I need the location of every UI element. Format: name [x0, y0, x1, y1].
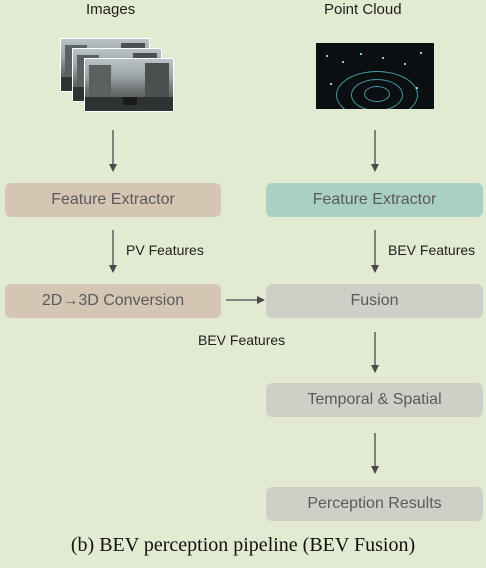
temporal-spatial-node: Temporal & Spatial	[266, 383, 483, 417]
perception-results-node: Perception Results	[266, 487, 483, 521]
fusion-node: Fusion	[266, 284, 483, 318]
point-cloud-thumbnail	[316, 43, 434, 109]
pointcloud-label: Point Cloud	[324, 1, 402, 18]
pv-features-label: PV Features	[126, 242, 204, 258]
bev-features-right-label: BEV Features	[388, 242, 476, 258]
camera-images-thumbnail	[60, 38, 176, 120]
figure-caption: (b) BEV perception pipeline (BEV Fusion)	[70, 534, 416, 556]
bev-features-left-label: BEV Features	[198, 332, 286, 348]
conversion-node: 2D→3D Conversion	[5, 284, 221, 318]
feature-extractor-image-node: Feature Extractor	[5, 183, 221, 217]
feature-extractor-lidar-node: Feature Extractor	[266, 183, 483, 217]
images-label: Images	[86, 1, 136, 18]
